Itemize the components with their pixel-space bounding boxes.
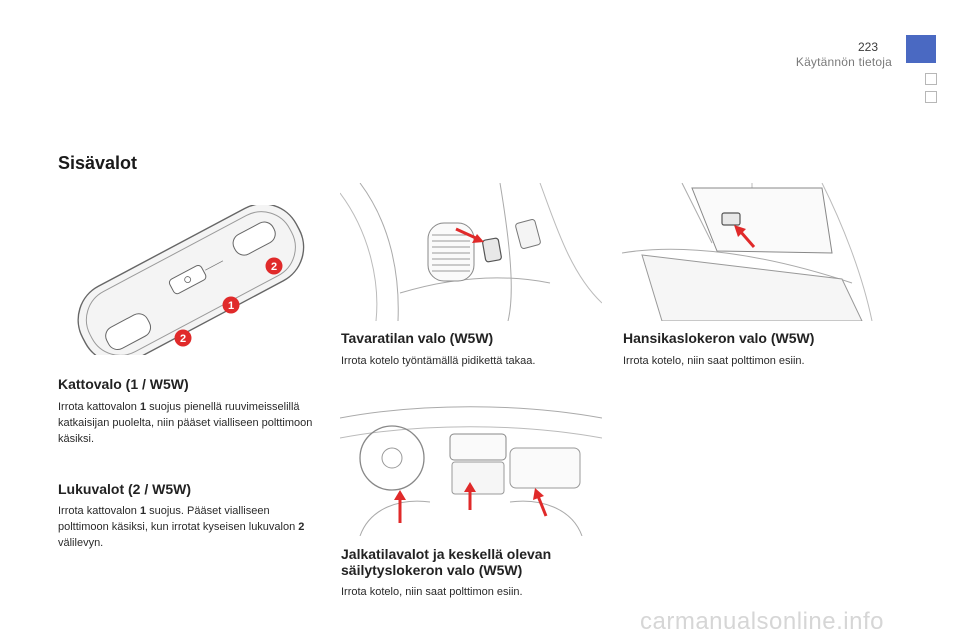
glovebox-light-illustration (622, 183, 873, 321)
page-number: 223 (857, 40, 878, 54)
tavaratila-heading: Tavaratilan valo (W5W) (341, 330, 494, 346)
ceiling-light-illustration (77, 205, 305, 355)
badge-1-middle: 1 (222, 296, 240, 314)
lukuvalot-heading: Lukuvalot (2 / W5W) (58, 481, 191, 497)
chapter-tab-outline-1 (925, 73, 937, 85)
badge-2-bottom-label: 2 (180, 333, 186, 345)
trunk-light-illustration (340, 183, 602, 321)
jalkatila-text: Irrota kotelo, niin saat polttimon esiin… (341, 586, 523, 598)
hansikaslokero-heading: Hansikaslokeron valo (W5W) (623, 330, 815, 346)
page-title: Sisävalot (58, 153, 138, 173)
hansikaslokero-text: Irrota kotelo, niin saat polttimon esiin… (623, 355, 805, 367)
tavaratila-text: Irrota kotelo työntämällä pidikettä taka… (341, 355, 536, 367)
badge-1-middle-label: 1 (228, 300, 234, 312)
kattovalo-text: Irrota kattovalon 1 suojus pienellä ruuv… (58, 401, 313, 445)
badge-2-top: 2 (265, 257, 283, 275)
lukuvalot-text: Irrota kattovalon 1 suojus. Pääset viall… (58, 505, 305, 549)
badge-2-bottom: 2 (174, 329, 192, 347)
badge-2-top-label: 2 (271, 261, 277, 273)
chapter-tab-outline-2 (925, 91, 937, 103)
kattovalo-heading: Kattovalo (1 / W5W) (58, 376, 189, 392)
footwell-light-illustration (340, 406, 602, 536)
chapter-tab-active (906, 35, 936, 63)
chapter-title: Käytännön tietoja (795, 55, 892, 69)
watermark: carmanualsonline.info (640, 608, 884, 635)
